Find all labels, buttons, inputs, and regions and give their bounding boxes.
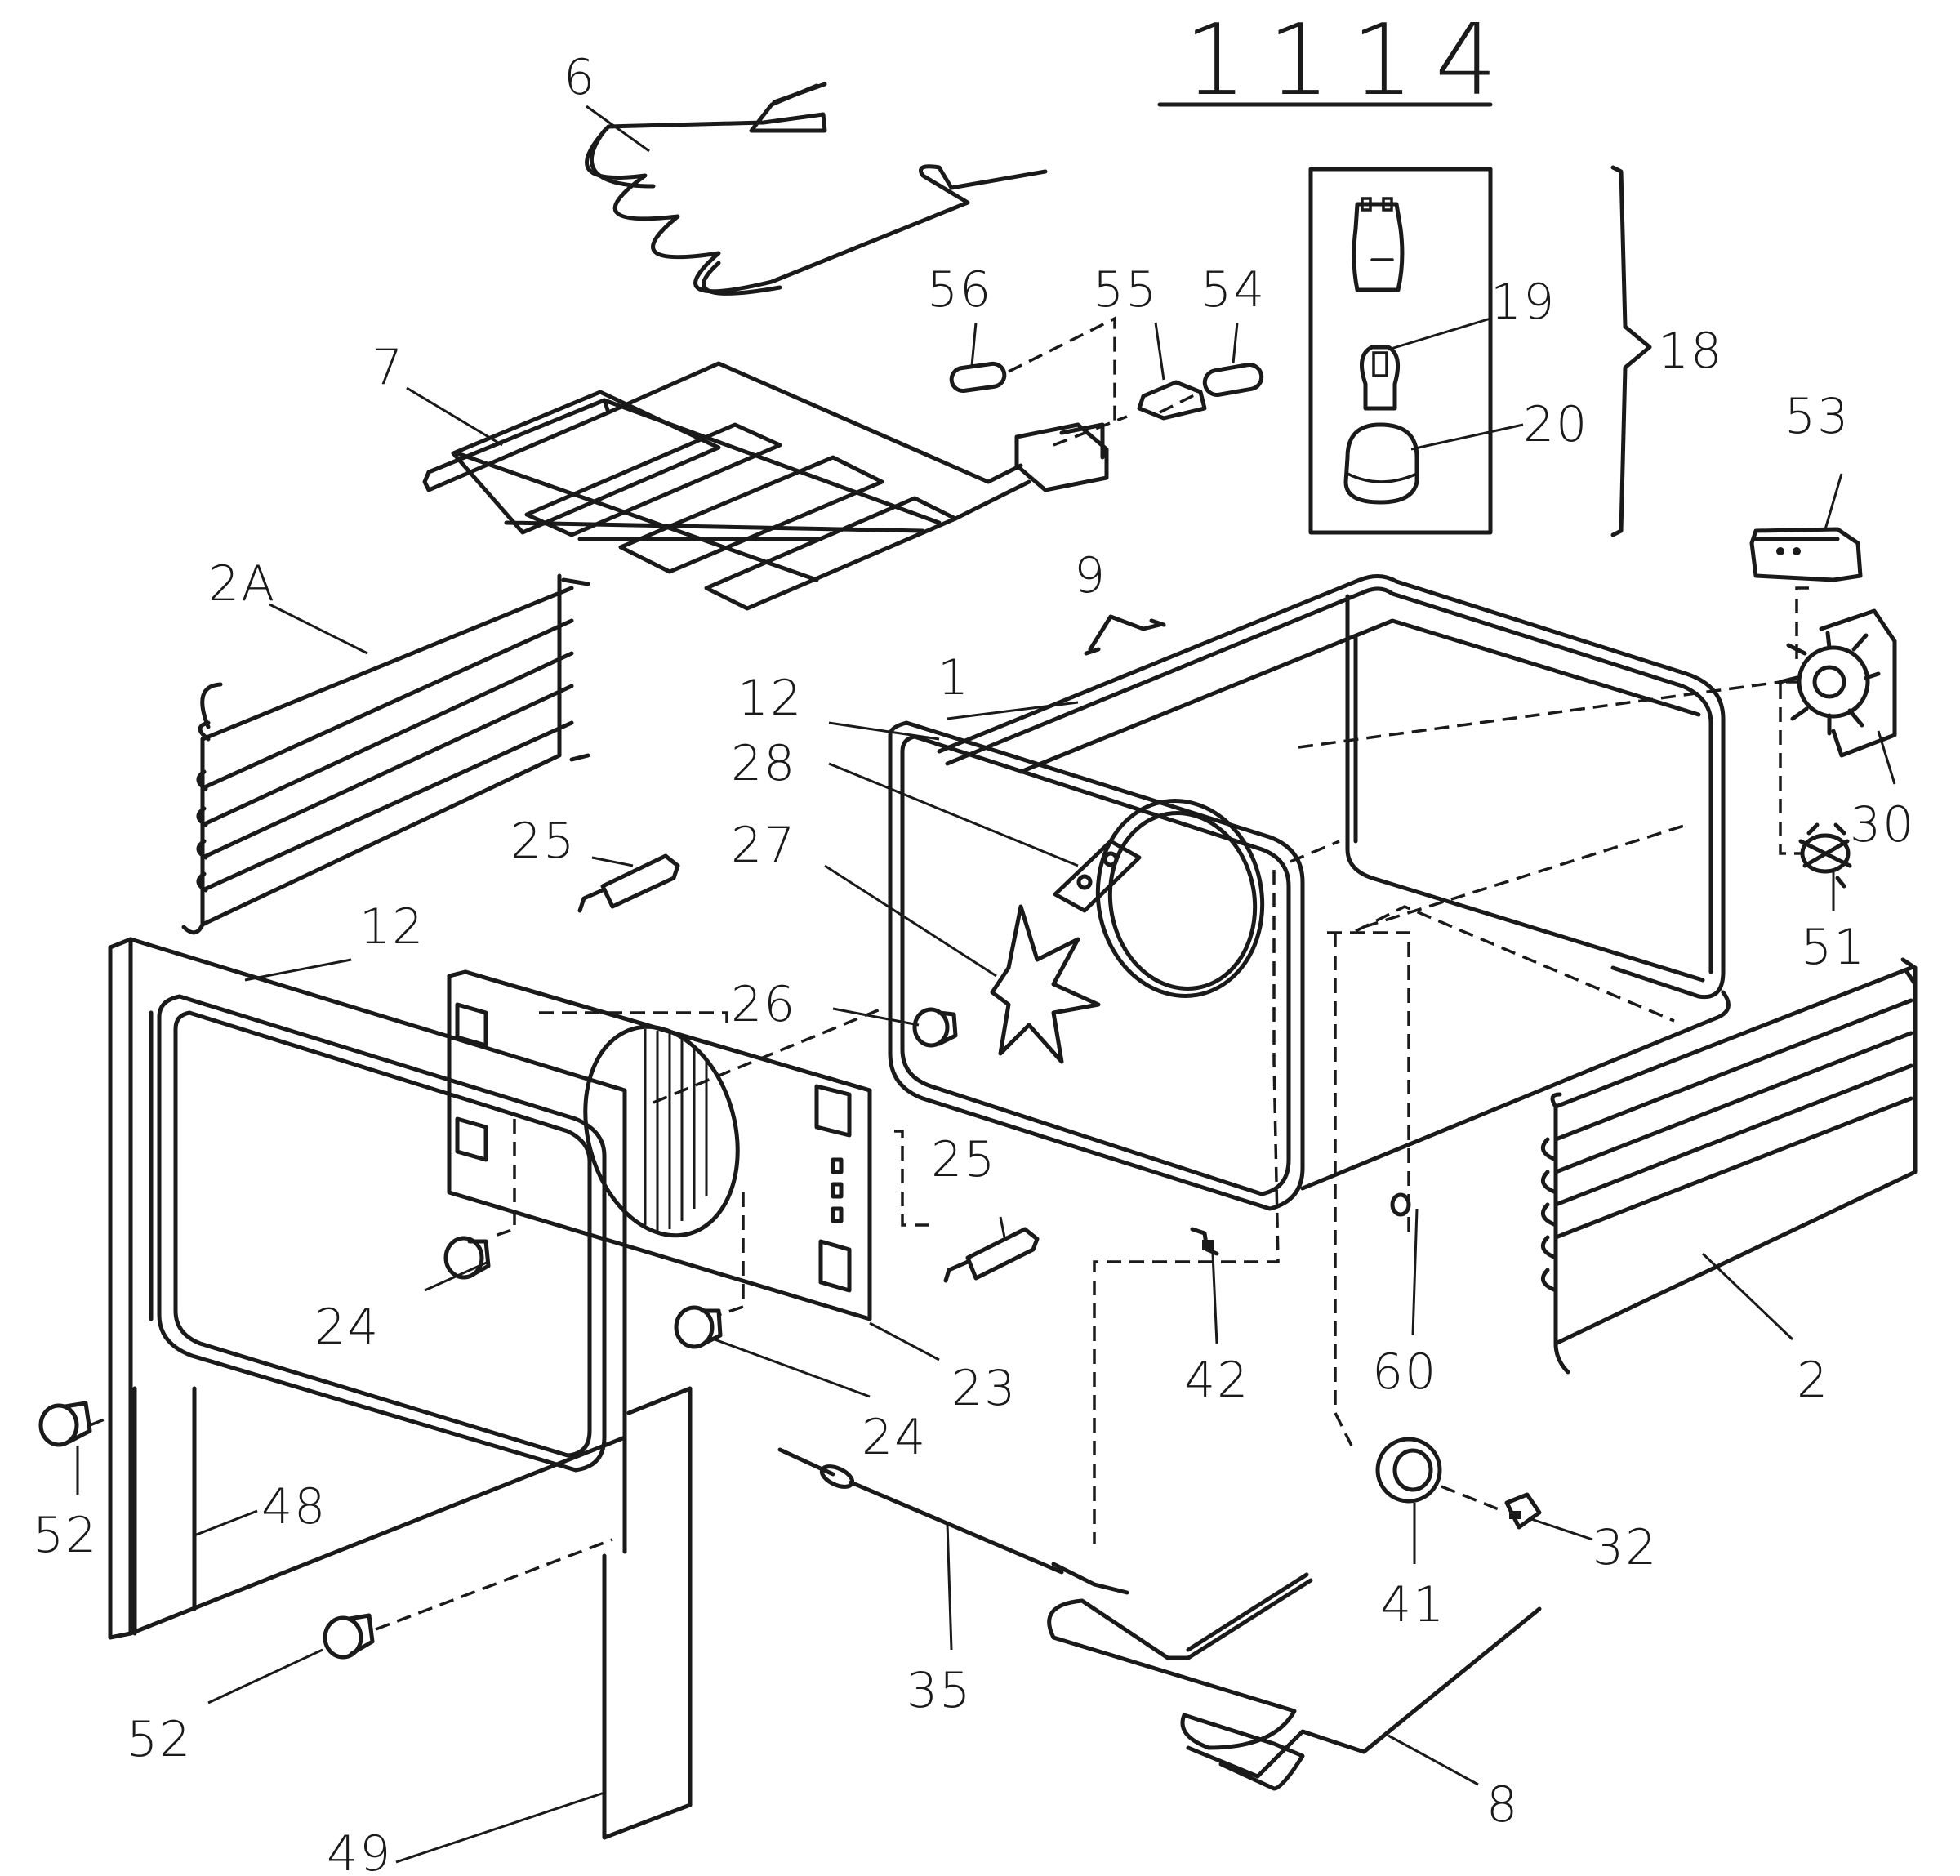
lamp-ring-41 <box>1375 1437 1442 1504</box>
diagram-title: 1114 <box>1157 4 1518 118</box>
hinge-pin-25-lower <box>943 1227 1040 1283</box>
switch-53 <box>1749 527 1863 582</box>
leader-lines <box>76 105 1896 1864</box>
oven-lamp-assembly-box <box>1308 165 1652 537</box>
grommet-60 <box>1390 1192 1411 1217</box>
label-1: 1 <box>938 649 970 706</box>
cavity-dashes-3 <box>1355 823 1687 1023</box>
foot-52-upper <box>38 1401 92 1447</box>
label-54: 54 <box>1200 261 1266 319</box>
hinge-pin-25-upper <box>577 853 680 913</box>
label-24-upper: 24 <box>314 1299 380 1356</box>
front-frame-12 <box>108 937 627 1640</box>
label-60: 60 <box>1372 1344 1437 1401</box>
title-text: 1114 <box>1184 4 1518 118</box>
bottom-heating-element <box>1047 1572 1542 1791</box>
label-18: 18 <box>1658 323 1723 380</box>
label-26: 26 <box>731 976 796 1033</box>
label-52-upper: 52 <box>33 1507 98 1564</box>
label-2: 2 <box>1797 1352 1829 1409</box>
gasket-54 <box>1202 363 1264 397</box>
control-panel-23 <box>447 969 872 1321</box>
knob-24-upper <box>443 1236 491 1280</box>
label-2a: 2A <box>208 555 276 613</box>
label-9: 9 <box>1074 547 1107 604</box>
label-12-upper: 12 <box>737 670 803 727</box>
side-panel-49 <box>602 1386 693 1840</box>
label-19: 19 <box>1490 274 1556 331</box>
label-8: 8 <box>1486 1776 1519 1834</box>
oven-cavity-1 <box>888 574 1731 1211</box>
label-20: 20 <box>1523 396 1588 453</box>
knob-24-lower <box>674 1305 723 1349</box>
panel-dashes-2 <box>489 1119 745 1317</box>
label-41: 41 <box>1380 1576 1446 1633</box>
shelf-support-2 <box>1540 957 1918 1375</box>
label-35: 35 <box>906 1662 972 1719</box>
clip-9 <box>1084 614 1166 656</box>
lampholder-32 <box>1504 1492 1542 1530</box>
label-55: 55 <box>1093 261 1158 319</box>
label-25-upper: 25 <box>510 813 576 870</box>
label-49: 49 <box>327 1825 392 1876</box>
label-52-lower: 52 <box>127 1711 192 1768</box>
connector-dashes <box>1008 316 1201 447</box>
thermostat-51 <box>1798 822 1852 889</box>
label-51: 51 <box>1801 919 1866 976</box>
shelf-support-2a <box>181 573 590 935</box>
label-28: 28 <box>731 735 796 792</box>
top-heating-element <box>585 82 1048 296</box>
label-25-lower: 25 <box>931 1131 996 1188</box>
label-27: 27 <box>731 817 796 874</box>
cavity-dashes <box>1093 680 1781 1544</box>
motor-dashes <box>1779 586 1809 855</box>
foot-52-lower <box>323 1613 375 1660</box>
cavity-dashes-2 <box>1327 931 1410 1446</box>
label-42: 42 <box>1184 1352 1250 1409</box>
label-30: 30 <box>1850 796 1915 853</box>
connector-56 <box>949 361 1007 394</box>
label-56: 56 <box>927 261 992 319</box>
grill-heating-element <box>422 361 1031 611</box>
bracket-42 <box>1190 1227 1219 1256</box>
label-53: 53 <box>1784 388 1850 445</box>
foot-dashes <box>89 1415 613 1631</box>
part-labels: 6 7 2A 56 55 54 19 18 20 53 9 1 12 28 27… <box>33 49 1915 1876</box>
lamp-dash <box>1441 1485 1503 1513</box>
connector-55 <box>1137 380 1207 421</box>
label-24-lower: 24 <box>862 1409 927 1466</box>
label-7: 7 <box>372 339 404 396</box>
label-48: 48 <box>261 1478 327 1535</box>
label-32: 32 <box>1592 1519 1658 1576</box>
side-panel-48 <box>132 1386 197 1636</box>
panel-dashes <box>539 1007 931 1227</box>
label-6: 6 <box>564 49 596 106</box>
label-12-lower: 12 <box>359 898 425 956</box>
label-23: 23 <box>951 1360 1017 1417</box>
probe-35 <box>777 1447 1129 1595</box>
